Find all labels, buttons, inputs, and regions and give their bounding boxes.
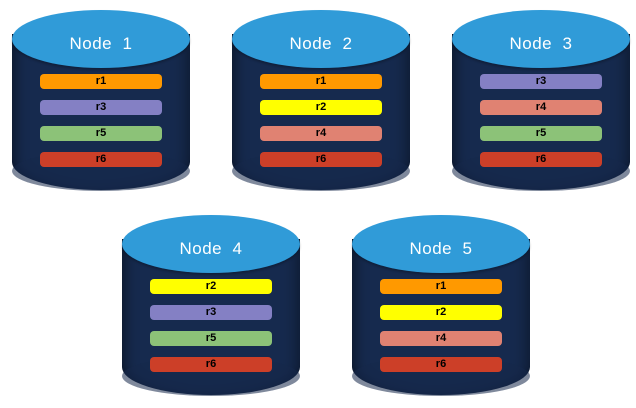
replica-bar[interactable]: r1 (40, 74, 162, 89)
database-node-5[interactable]: Node 5 r1 r2 r4 r6 (352, 215, 530, 396)
database-node-3[interactable]: Node 3 r3 r4 r5 r6 (452, 10, 630, 191)
replica-bar[interactable]: r1 (260, 74, 382, 89)
replica-bar[interactable]: r5 (40, 126, 162, 141)
database-node-1[interactable]: Node 1 r1 r3 r5 r6 (12, 10, 190, 191)
replica-bar[interactable]: r6 (260, 152, 382, 167)
replica-bar[interactable]: r2 (150, 279, 272, 294)
node-label: Node 2 (289, 33, 353, 53)
node-label: Node 4 (179, 238, 243, 258)
cylinder-top-icon (12, 10, 190, 68)
replica-list: r1 r2 r4 r6 (380, 279, 502, 372)
replica-bar[interactable]: r6 (480, 152, 602, 167)
replica-bar[interactable]: r6 (150, 357, 272, 372)
replica-list: r3 r4 r5 r6 (480, 74, 602, 167)
replica-list: r2 r3 r5 r6 (150, 279, 272, 372)
replica-bar[interactable]: r6 (380, 357, 502, 372)
replica-bar[interactable]: r2 (260, 100, 382, 115)
cylinder-top-icon (122, 215, 300, 273)
node-label: Node 3 (509, 33, 573, 53)
replica-bar[interactable]: r1 (380, 279, 502, 294)
replica-bar[interactable]: r4 (380, 331, 502, 346)
replica-bar[interactable]: r3 (480, 74, 602, 89)
node-label: Node 5 (409, 238, 473, 258)
replica-bar[interactable]: r4 (260, 126, 382, 141)
replica-bar[interactable]: r3 (40, 100, 162, 115)
database-node-4[interactable]: Node 4 r2 r3 r5 r6 (122, 215, 300, 396)
replica-bar[interactable]: r5 (150, 331, 272, 346)
replica-bar[interactable]: r4 (480, 100, 602, 115)
replica-bar[interactable]: r5 (480, 126, 602, 141)
replica-list: r1 r3 r5 r6 (40, 74, 162, 167)
replica-bar[interactable]: r2 (380, 305, 502, 320)
replica-bar[interactable]: r6 (40, 152, 162, 167)
cylinder-top-icon (232, 10, 410, 68)
node-label: Node 1 (69, 33, 133, 53)
cylinder-top-icon (452, 10, 630, 68)
database-node-2[interactable]: Node 2 r1 r2 r4 r6 (232, 10, 410, 191)
replica-bar[interactable]: r3 (150, 305, 272, 320)
replica-list: r1 r2 r4 r6 (260, 74, 382, 167)
cylinder-top-icon (352, 215, 530, 273)
